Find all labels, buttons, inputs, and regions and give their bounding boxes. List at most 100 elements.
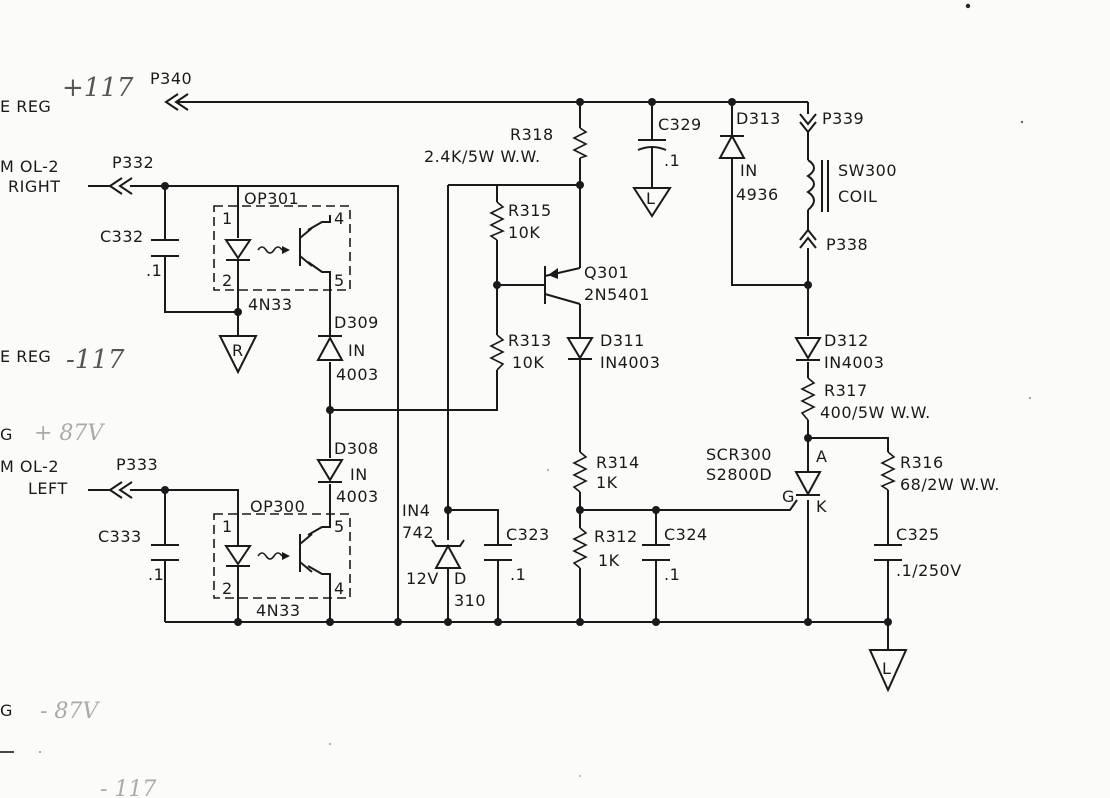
resistor-r313 (489, 334, 505, 371)
junction-dots (161, 98, 892, 626)
capacitor-c329 (637, 139, 667, 170)
label-d309-v2: 4003 (336, 365, 379, 384)
label-p340: P340 (150, 69, 192, 88)
connector-p333-symbol (108, 481, 133, 499)
label-ground-r: R (232, 341, 244, 360)
handwritten-notes: +117 -117 + 87V - 87V - 117 (34, 73, 156, 798)
connector-p340-symbol (164, 93, 189, 111)
label-op301-type: 4N33 (248, 295, 293, 314)
transistor-q301 (544, 266, 581, 305)
label-op300-pin4: 4 (334, 579, 345, 598)
label-d309-v1: IN (348, 341, 366, 360)
label-d312: D312 (824, 331, 869, 350)
resistor-r312 (572, 527, 588, 569)
label-sw300: SW300 (838, 161, 897, 180)
label-r312-value: 1K (598, 551, 620, 570)
ground-labels: R L L (232, 189, 891, 678)
label-d311-value: IN4003 (600, 353, 660, 372)
label-d310-t1: IN4 (402, 501, 430, 520)
ground-r (218, 330, 258, 375)
ground-l-top (632, 186, 672, 218)
label-c323-value: .1 (510, 565, 526, 584)
resistor-r318 (572, 127, 589, 159)
label-c324-value: .1 (664, 565, 680, 584)
label-op301-pin1: 1 (222, 209, 233, 228)
capacitor-c323 (484, 544, 512, 561)
label-p338: P338 (826, 235, 868, 254)
resistor-r316 (880, 451, 896, 491)
label-q301: Q301 (584, 263, 629, 282)
optocoupler-op300 (213, 510, 351, 599)
label-op300: OP300 (250, 497, 305, 516)
label-op301-pin4: 4 (334, 209, 345, 228)
label-r314-value: 1K (596, 473, 618, 492)
label-op301-pin5: 5 (334, 271, 345, 290)
scan-specks (39, 3, 1031, 777)
label-d310-t3: 12V (406, 569, 439, 588)
label-c323: C323 (506, 525, 550, 544)
handwritten-117-mid: -117 (66, 345, 125, 375)
label-r312: R312 (594, 527, 638, 546)
connector-p332-symbol (108, 177, 133, 195)
label-c332-value: .1 (146, 261, 162, 280)
diode-d309 (316, 335, 344, 361)
label-c333: C333 (98, 527, 142, 546)
handwritten-87-upper: + 87V (34, 421, 105, 446)
diode-d313 (718, 126, 746, 159)
label-ground-l-bottom: L (882, 659, 891, 678)
label-r314: R314 (596, 453, 640, 472)
connector-labels: P340 P332 P333 P339 P338 (112, 69, 868, 474)
resistor-r315 (489, 201, 505, 241)
diode-d312 (794, 337, 822, 361)
label-scr300-cathode: K (816, 497, 827, 516)
label-p333: P333 (116, 455, 158, 474)
label-d310-t4: D (454, 569, 467, 588)
net-label-right: RIGHT (8, 177, 61, 196)
label-op301: OP301 (244, 189, 299, 208)
capacitor-c332 (151, 239, 179, 257)
label-scr300-value: S2800D (706, 465, 772, 484)
label-scr300-anode: A (816, 447, 827, 466)
handwritten-117-top: +117 (62, 73, 134, 103)
zener-diode-d310 (431, 539, 465, 569)
label-d308-v1: IN (350, 465, 368, 484)
label-op300-pin1: 1 (222, 517, 233, 536)
label-r317: R317 (824, 381, 868, 400)
net-label-ereg-top: E REG (0, 97, 51, 116)
label-c325: C325 (896, 525, 940, 544)
label-r317-value: 400/5W W.W. (820, 403, 931, 422)
label-r316: R316 (900, 453, 944, 472)
label-sw300-value: COIL (838, 187, 877, 206)
connector-p339-symbol (799, 113, 817, 134)
label-d312-value: IN4003 (824, 353, 884, 372)
optocoupler-op301 (213, 200, 351, 295)
net-label-g-lower: G (0, 701, 13, 720)
net-label-left: LEFT (28, 479, 68, 498)
capacitor-c333 (151, 544, 179, 561)
label-r316-value: 68/2W W.W. (900, 475, 1000, 494)
label-d309: D309 (334, 313, 379, 332)
connector-p338-symbol (799, 228, 817, 249)
wires (88, 101, 889, 650)
net-label-mol2-right: M OL-2 (0, 157, 59, 176)
component-labels: R318 2.4K/5W W.W. C329 .1 D313 IN 4936 S… (98, 109, 1000, 620)
label-c329: C329 (658, 115, 702, 134)
label-c333-value: .1 (148, 565, 164, 584)
resistor-r314 (572, 451, 588, 493)
label-c324: C324 (664, 525, 708, 544)
handwritten-bottom: - 117 (100, 777, 156, 798)
net-label-g-upper: G (0, 425, 13, 444)
label-d308-v2: 4003 (336, 487, 379, 506)
label-c329-value: .1 (664, 151, 680, 170)
label-r318: R318 (510, 125, 554, 144)
label-scr300-gate: G (782, 487, 795, 506)
capacitor-c325 (874, 544, 902, 561)
label-c325-value: .1/250V (896, 561, 962, 580)
net-label-mol2-left: M OL-2 (0, 457, 59, 476)
net-labels: E REG M OL-2 RIGHT E REG G M OL-2 LEFT G (0, 97, 68, 753)
handwritten-87-lower: - 87V (40, 699, 100, 724)
diode-d311 (566, 337, 594, 360)
diode-d308 (316, 459, 344, 483)
